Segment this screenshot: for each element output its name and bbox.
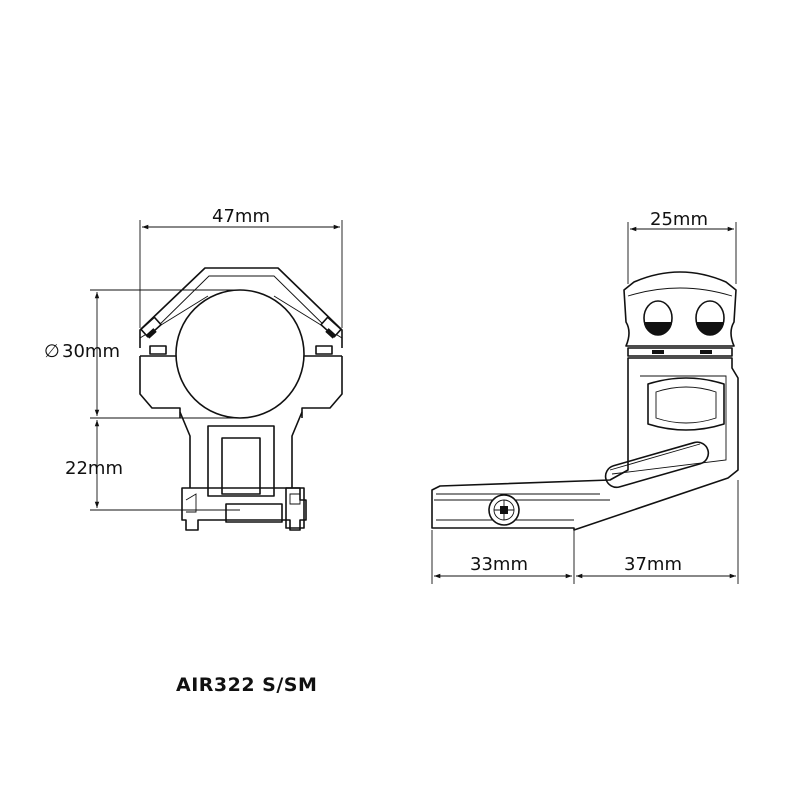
model-label: AIR322 S/SM [176, 674, 318, 696]
front-right-screw [315, 316, 342, 355]
front-dimensions [90, 220, 343, 511]
dim-width-side: 25mm [650, 209, 708, 230]
dim-width-front: 47mm [212, 206, 270, 227]
dim-tube-diameter: 30mm [62, 341, 120, 362]
dim-height: 22mm [65, 458, 123, 479]
front-left-screw [140, 316, 167, 355]
side-dimensions [431, 222, 739, 584]
front-clamp-base [181, 487, 307, 531]
side-view [431, 271, 739, 531]
side-ring-arm [431, 357, 739, 531]
tube-bore [175, 289, 305, 419]
dim-offset-front: 33mm [470, 554, 528, 575]
front-view [139, 267, 343, 531]
side-slot [604, 441, 710, 489]
dim-offset-rear: 37mm [624, 554, 682, 575]
side-window [647, 377, 725, 431]
dim-diameter-symbol: ∅ [44, 341, 60, 362]
side-right-hole [695, 300, 725, 336]
front-stem [179, 411, 303, 488]
side-left-hole [643, 300, 673, 336]
front-ring-cap [139, 267, 343, 348]
